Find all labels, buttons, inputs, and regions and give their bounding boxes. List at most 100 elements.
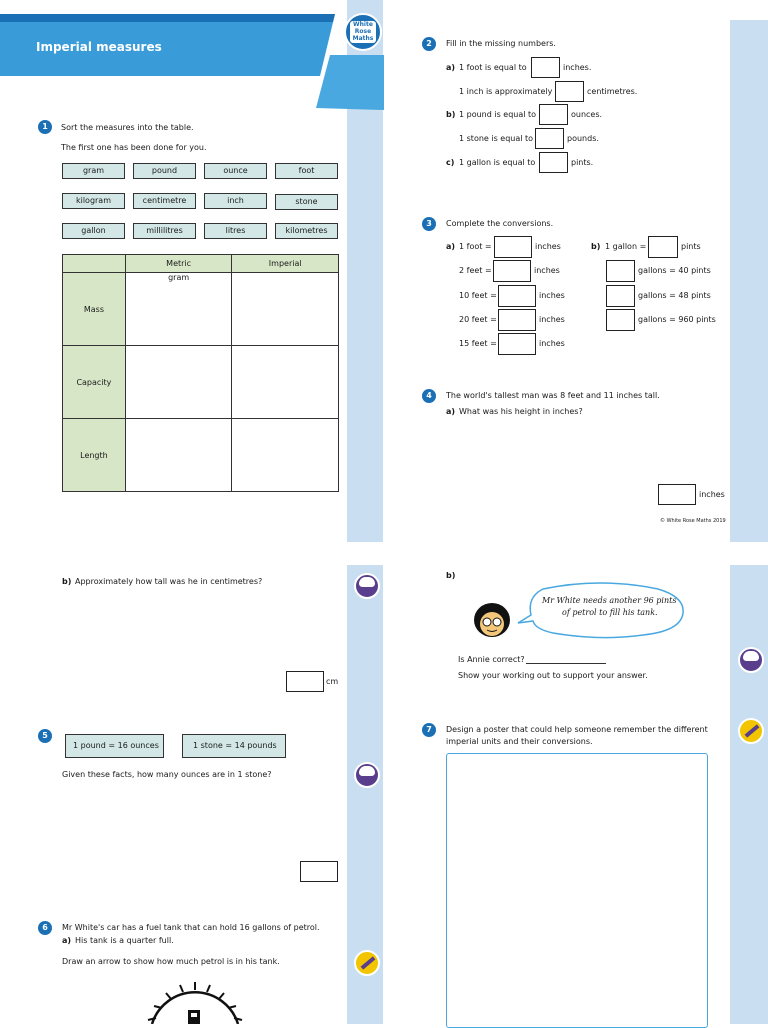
row-header-length: Length (62, 418, 126, 492)
q3-a5-post: inches (539, 339, 565, 348)
q3-a2-answer-box[interactable] (493, 260, 531, 282)
q2-c-label: c) (446, 158, 455, 167)
logo-word-1: White (353, 21, 373, 28)
chip-inch[interactable]: inch (204, 193, 267, 209)
chip-ounce[interactable]: ounce (204, 163, 267, 179)
q4-prompt: The world's tallest man was 8 feet and 1… (446, 391, 660, 400)
pencil-icon (738, 718, 764, 744)
q3-a1-answer-box[interactable] (494, 236, 532, 258)
poster-area[interactable] (446, 753, 708, 1028)
q6-a-label: a) (62, 936, 72, 945)
q2-prompt: Fill in the missing numbers. (446, 39, 556, 48)
q3-a3-answer-box[interactable] (498, 285, 536, 307)
q4-a-label: a) (446, 407, 456, 416)
cell-mass-metric[interactable]: gram (124, 272, 233, 346)
q3-a5-pre: 15 feet = (459, 339, 497, 348)
cell-capacity-metric[interactable] (124, 345, 233, 419)
q5-prompt: Given these facts, how many ounces are i… (62, 770, 272, 779)
q3-b2-answer-box[interactable] (606, 260, 635, 282)
q3-a3-pre: 10 feet = (459, 291, 497, 300)
q5-fact-stone (182, 734, 286, 758)
q2-a1-answer-box[interactable] (531, 57, 560, 78)
cell-capacity-imperial[interactable] (231, 345, 339, 419)
table-header-metric: Metric (124, 254, 233, 273)
q6-b-answer-line[interactable] (526, 663, 606, 664)
q1-prompt: Sort the measures into the table. (61, 123, 194, 132)
copyright: © White Rose Maths 2019 (660, 518, 726, 524)
q7-prompt-line-2: imperial units and their conversions. (446, 737, 593, 746)
white-rose-logo: White Rose Maths (344, 13, 382, 51)
q6-b-question: Is Annie correct? (458, 655, 525, 664)
q2-c1-post: pints. (571, 158, 594, 167)
chip-foot[interactable]: foot (275, 163, 338, 179)
chip-gram[interactable]: gram (62, 163, 125, 179)
chip-millilitres[interactable]: millilitres (133, 223, 196, 239)
q4-b-unit: cm (326, 677, 339, 686)
q7-prompt-line-1: Design a poster that could help someone … (446, 725, 708, 734)
q2-a2-pre: 1 inch is approximately (459, 87, 553, 96)
q2-b1-post: ounces. (571, 110, 603, 119)
q3-b3-answer-box[interactable] (606, 285, 635, 307)
question-number-7: 7 (422, 723, 436, 737)
q4-a-unit: inches (699, 490, 725, 499)
q4-a-answer-box[interactable] (658, 484, 696, 505)
header-banner (0, 14, 384, 110)
q4-b-text: Approximately how tall was he in centime… (75, 577, 263, 586)
q2-a1-post: inches. (563, 63, 592, 72)
q2-b-label: b) (446, 110, 456, 119)
q6-b-label: b) (446, 571, 456, 580)
q5-answer-box[interactable] (300, 861, 338, 882)
fuel-gauge[interactable] (140, 980, 250, 1024)
sort-table: Metric Imperial Mass gram Capacity Lengt… (62, 254, 339, 492)
q2-c1-answer-box[interactable] (539, 152, 568, 173)
chip-kilometres[interactable]: kilometres (275, 223, 338, 239)
q4-a-text: What was his height in inches? (459, 407, 583, 416)
chip-stone[interactable]: stone (275, 194, 338, 210)
q6-instruction: Draw an arrow to show how much petrol is… (62, 957, 280, 966)
q3-b4-post: gallons = 960 pints (638, 315, 716, 324)
q3-a4-answer-box[interactable] (498, 309, 536, 331)
q2-a2-post: centimetres. (587, 87, 638, 96)
chip-kilogram[interactable]: kilogram (62, 193, 125, 209)
question-number-6: 6 (38, 921, 52, 935)
q2-a-label: a) (446, 63, 456, 72)
q3-a4-pre: 20 feet = (459, 315, 497, 324)
chip-gallon[interactable]: gallon (62, 223, 125, 239)
q3-a5-answer-box[interactable] (498, 333, 536, 355)
q3-b4-answer-box[interactable] (606, 309, 635, 331)
q3-a1-post: inches (535, 242, 561, 251)
q2-b2-post: pounds. (567, 134, 599, 143)
q2-b2-pre: 1 stone is equal to (459, 134, 534, 143)
page2-side-strip (730, 20, 768, 542)
q3-b1-answer-box[interactable] (648, 236, 678, 258)
page4-side-strip (730, 565, 768, 1024)
q6-a-text: His tank is a quarter full. (75, 936, 174, 945)
cell-length-imperial[interactable] (231, 418, 339, 492)
question-number-3: 3 (422, 217, 436, 231)
reasoning-icon (354, 573, 380, 599)
q4-b-answer-box[interactable] (286, 671, 324, 692)
speech-line-2: of petrol to fill his tank. (562, 608, 658, 617)
page-title: Imperial measures (36, 40, 162, 54)
chip-centimetre[interactable]: centimetre (133, 193, 196, 209)
q2-b2-answer-box[interactable] (535, 128, 564, 149)
q2-a2-answer-box[interactable] (555, 81, 584, 102)
cell-prefilled-gram: gram (168, 273, 190, 282)
q3-a4-post: inches (539, 315, 565, 324)
speech-line-1: Mr White needs another 96 pints (542, 596, 677, 605)
logo-word-2: Rose (354, 28, 372, 35)
question-number-5: 5 (38, 729, 52, 743)
cell-mass-imperial[interactable] (231, 272, 339, 346)
q3-b-label: b) (591, 242, 601, 251)
q2-b1-answer-box[interactable] (539, 104, 568, 125)
chip-pound[interactable]: pound (133, 163, 196, 179)
q2-c1-pre: 1 gallon is equal to (459, 158, 536, 167)
chip-litres[interactable]: litres (204, 223, 267, 239)
q3-prompt: Complete the conversions. (446, 219, 554, 228)
q3-b1-post: pints (681, 242, 701, 251)
cell-length-metric[interactable] (124, 418, 233, 492)
table-corner (62, 254, 126, 273)
row-header-mass: Mass (62, 272, 126, 346)
question-number-4: 4 (422, 389, 436, 403)
table-header-imperial: Imperial (231, 254, 339, 273)
